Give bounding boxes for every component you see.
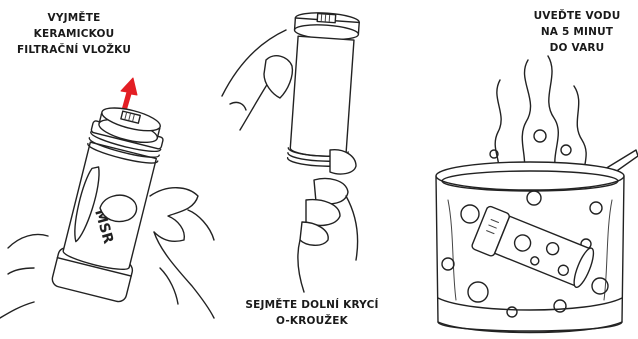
step-2-illustration [222, 11, 360, 292]
remove-arrow-icon [121, 78, 137, 111]
step-3-illustration [436, 56, 638, 333]
filter-cartridge-step-2 [285, 11, 360, 168]
step-1-illustration: MSR [0, 78, 214, 318]
